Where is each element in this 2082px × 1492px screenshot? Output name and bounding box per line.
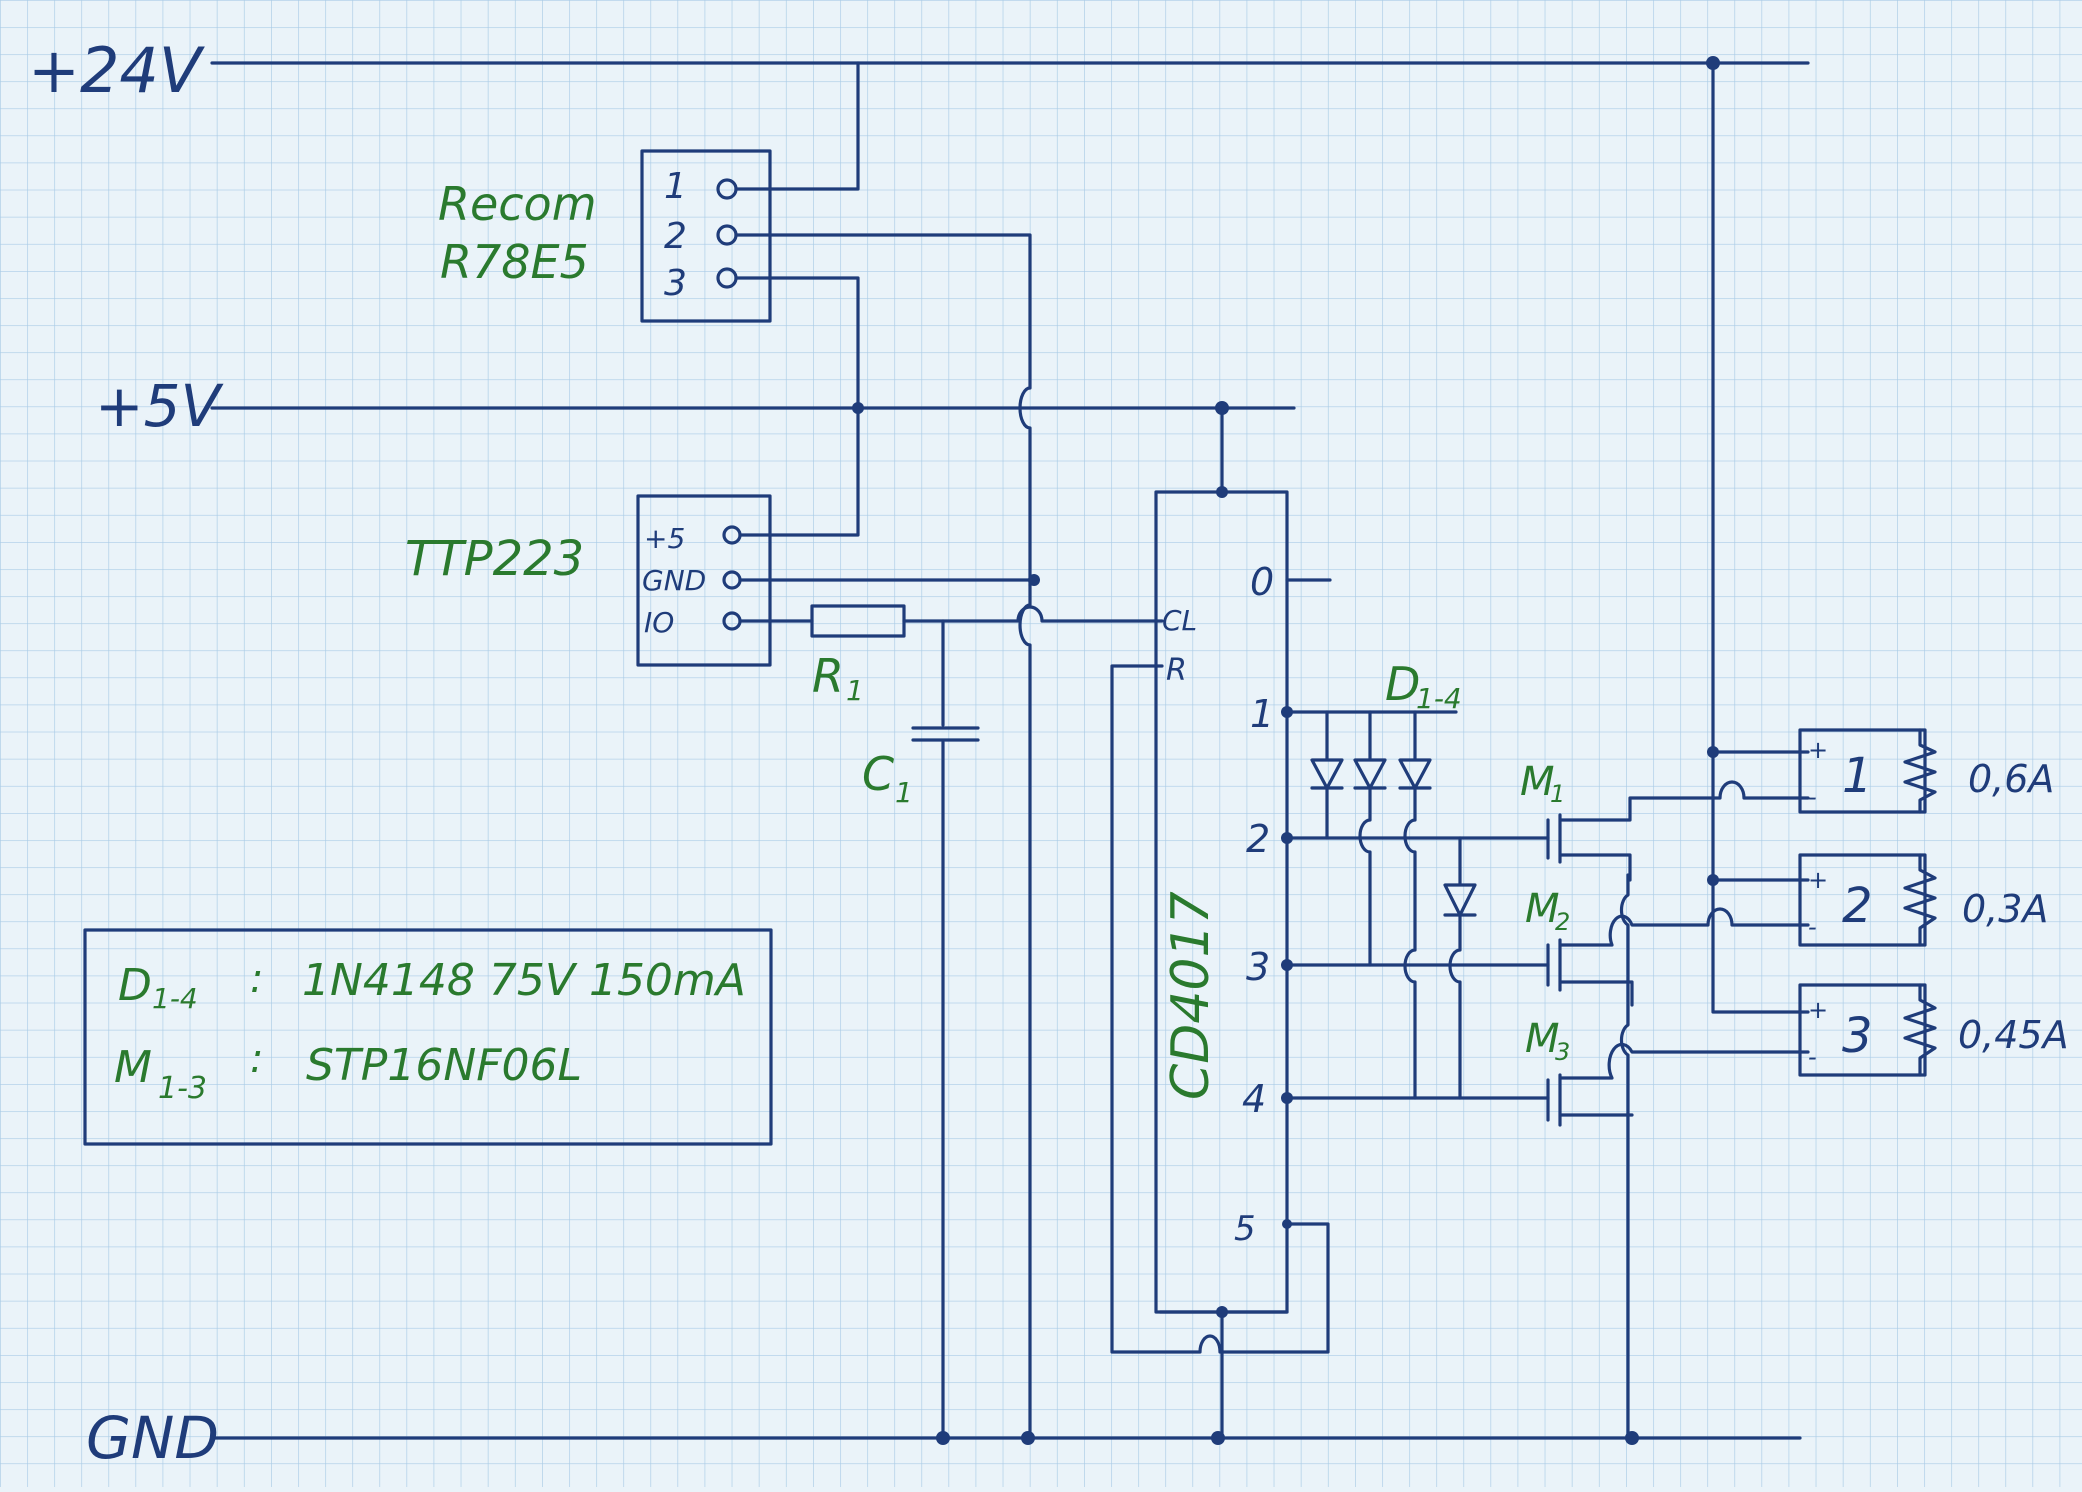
counter-out-1: 1: [1250, 692, 1274, 736]
counter-name: CD4017: [1161, 891, 1221, 1100]
capacitor-c1: C 1: [862, 619, 980, 1445]
legend-row-mosfets: M 1-3 : STP16NF06L: [114, 1036, 582, 1106]
legend-row-diodes: D 1-4 : 1N4148 75V 150mA: [118, 955, 746, 1015]
mosfet-m3-sub: 3: [1555, 1038, 1570, 1066]
legend-diode-sep: :: [250, 956, 263, 1002]
rail-5v: +5V: [95, 372, 1296, 440]
load-1-current: 0,6A: [1968, 757, 2054, 801]
load-2-minus: -: [1808, 913, 1817, 941]
mosfet-m3-label: M: [1525, 1016, 1560, 1062]
counter-out-3: 3: [1246, 945, 1270, 989]
counter-pin-cl: CL: [1162, 604, 1197, 637]
diodes-label-sub: 1-4: [1416, 682, 1462, 715]
touch-sensor-ttp223: TTP223 +5 GND IO: [405, 406, 1040, 667]
load-1: + - 1 0,6A: [1798, 728, 2054, 814]
regulator-name-line1: Recom: [438, 177, 597, 231]
capacitor-label-sub: 1: [895, 776, 913, 809]
legend-diode-ref: D: [118, 960, 152, 1011]
mosfet-m2-label: M: [1525, 886, 1560, 932]
load-2: + - 2 0,3A: [1798, 853, 2048, 947]
touch-pin-io: IO: [644, 606, 674, 639]
resistor-label: R: [812, 649, 844, 703]
load-1-plus: +: [1808, 736, 1828, 764]
counter-out-5: 5: [1234, 1209, 1256, 1249]
load-3-plus: +: [1808, 996, 1828, 1024]
load-3-number: 3: [1842, 1008, 1873, 1064]
load-3-current: 0,45A: [1958, 1013, 2069, 1057]
legend-mosfet-ref-sub: 1-3: [158, 1071, 207, 1106]
load-1-minus: -: [1808, 783, 1817, 811]
resistor-r1: R 1: [810, 604, 1164, 707]
load-24v-bus: [1711, 61, 1810, 1014]
legend-box: D 1-4 : 1N4148 75V 150mA M 1-3 : STP16NF…: [83, 928, 773, 1146]
label-gnd: GND: [86, 1404, 219, 1472]
legend-mosfet-sep: :: [250, 1036, 263, 1082]
legend-diode-ref-sub: 1-4: [152, 982, 198, 1015]
regulator-recom: Recom R78E5 1 2 3: [438, 61, 1032, 587]
label-5v: +5V: [95, 372, 224, 440]
load-1-number: 1: [1842, 748, 1873, 804]
legend-diode-value: 1N4148 75V 150mA: [302, 955, 746, 1006]
legend-mosfet-value: STP16NF06L: [306, 1040, 582, 1091]
touch-pin-5v: +5: [644, 522, 685, 555]
counter-out-0: 0: [1250, 560, 1274, 604]
counter-cd4017: CD4017 CL R 0 1 2 3 4 5: [1110, 401, 1332, 1445]
label-24v: +24V: [28, 34, 206, 107]
counter-pin-r: R: [1166, 653, 1187, 688]
mosfet-source-bus: [1619, 873, 1630, 1440]
diodes-label: D: [1385, 657, 1420, 711]
diodes-d1-4: D 1-4: [1281, 657, 1550, 1104]
regulator-pin-2: 2: [664, 216, 687, 257]
mosfet-m1-label: M: [1520, 759, 1555, 805]
load-2-plus: +: [1808, 866, 1828, 894]
mosfet-m3: M 3: [1525, 1016, 1810, 1127]
load-3: + - 3 0,45A: [1798, 983, 2069, 1077]
counter-out-4: 4: [1242, 1077, 1266, 1121]
legend-mosfet-ref: M: [114, 1042, 152, 1093]
resistor-label-sub: 1: [846, 674, 864, 707]
load-2-current: 0,3A: [1962, 887, 2048, 931]
mosfet-m2: M 2: [1525, 886, 1810, 1007]
touch-pin-gnd: GND: [642, 564, 706, 597]
regulator-name-line2: R78E5: [440, 235, 589, 289]
capacitor-label: C: [862, 747, 894, 801]
rail-gnd: GND: [86, 1404, 1802, 1472]
mosfet-m1: M 1: [1520, 759, 1810, 882]
counter-out-2: 2: [1246, 817, 1270, 861]
rail-24v: +24V: [28, 34, 1810, 107]
regulator-pin-3: 3: [664, 263, 687, 304]
mosfet-m2-sub: 2: [1555, 908, 1570, 936]
regulator-pin-1: 1: [664, 166, 687, 207]
load-3-minus: -: [1808, 1043, 1817, 1071]
load-2-number: 2: [1842, 878, 1873, 934]
mosfet-m1-sub: 1: [1550, 780, 1565, 808]
touch-sensor-name: TTP223: [405, 531, 584, 587]
